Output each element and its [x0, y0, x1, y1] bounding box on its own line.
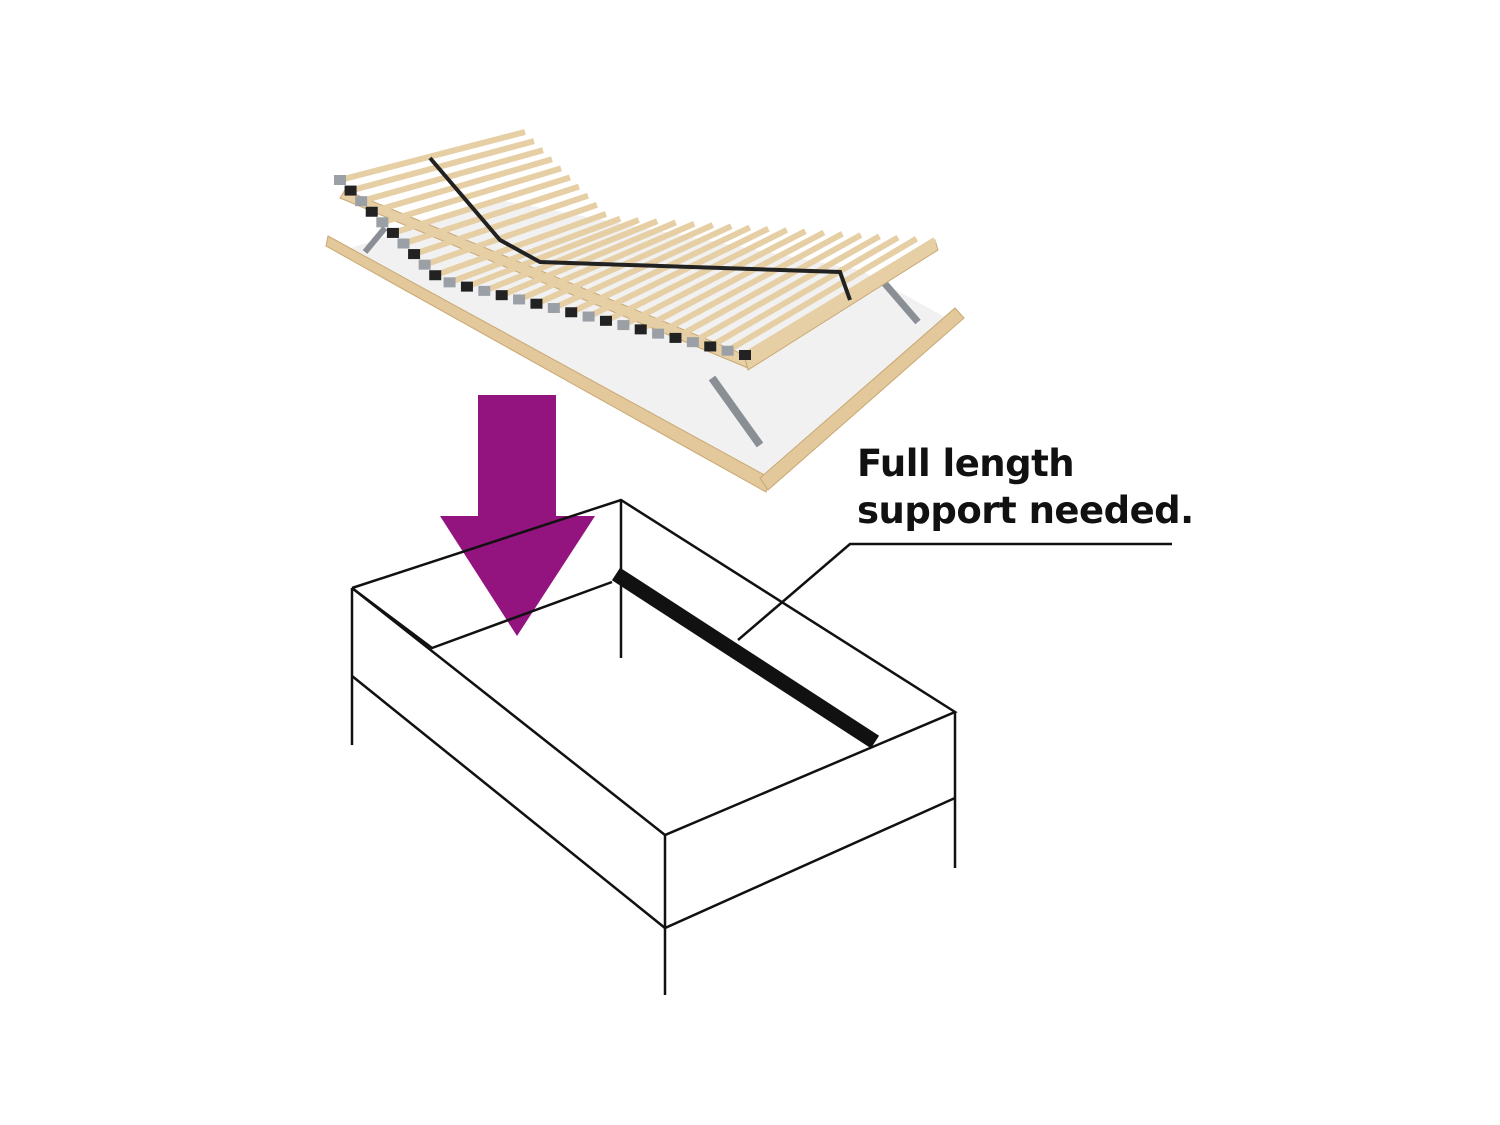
slats [334, 129, 937, 360]
slat-holder [739, 350, 751, 360]
box-bottom-edge [351, 675, 956, 930]
callout-leader-line [737, 542, 1172, 641]
slat [423, 201, 598, 268]
slat [639, 229, 826, 333]
slat-holder [704, 341, 717, 352]
slat-holder [429, 270, 442, 281]
frame-leg-back [877, 275, 921, 325]
slat-strap [428, 156, 852, 301]
slat [708, 234, 900, 350]
slat [339, 129, 526, 183]
support-caption: Full length support needed. [857, 440, 1194, 534]
slat [413, 192, 589, 257]
slat [674, 232, 863, 341]
slat [656, 231, 844, 337]
slatted-bed-frame [325, 129, 965, 493]
slat-holder [495, 290, 508, 301]
slat [448, 215, 622, 286]
slat [381, 165, 562, 226]
slat-holder [634, 324, 647, 335]
slat [434, 211, 607, 279]
slat-holder [386, 227, 399, 238]
slat-holder [478, 285, 491, 296]
slat-holder [652, 328, 665, 339]
frame-leg-head [362, 226, 388, 254]
frame-rail-right [759, 307, 965, 491]
slat [621, 228, 807, 328]
slat-holder [686, 337, 699, 348]
slat-holder [460, 281, 473, 292]
slat [517, 220, 696, 303]
slat-holder [582, 311, 595, 322]
bed-base-box [350, 498, 958, 995]
slat-holder [408, 249, 421, 260]
slat-holder [365, 206, 378, 217]
slat-holder [355, 196, 368, 207]
slat-holder [547, 302, 560, 313]
slat-holder [418, 259, 431, 270]
frame-rail-front [325, 235, 771, 493]
slat-holder [376, 217, 389, 228]
box-inner-edge [351, 580, 613, 650]
slat [402, 183, 580, 247]
slat [349, 138, 535, 194]
slat-holder [513, 294, 526, 305]
slat [726, 236, 919, 354]
slat-holder [334, 175, 346, 185]
caption-line-1: Full length [857, 442, 1075, 485]
slat [465, 217, 640, 290]
slat-holder [443, 277, 456, 288]
frame-leg-front [708, 375, 764, 448]
slat-holder [530, 298, 543, 309]
slat [604, 227, 789, 324]
box-top-rim [351, 498, 958, 837]
slat [392, 174, 571, 236]
slat [483, 218, 659, 294]
slat-holder [669, 332, 682, 343]
center-support-bar [611, 567, 880, 749]
slat [569, 224, 752, 315]
slat-holder [344, 185, 357, 196]
caption-line-2: support needed. [857, 489, 1194, 532]
slat [587, 226, 770, 320]
slat [370, 156, 553, 215]
slat-holder [721, 345, 734, 356]
slat [691, 233, 881, 345]
slat [500, 219, 677, 298]
slat-holder [397, 238, 410, 249]
slat-holder [617, 320, 630, 331]
slat-holder [565, 307, 578, 318]
slat [743, 237, 937, 358]
slat [360, 147, 544, 205]
slat-holder [599, 315, 612, 326]
